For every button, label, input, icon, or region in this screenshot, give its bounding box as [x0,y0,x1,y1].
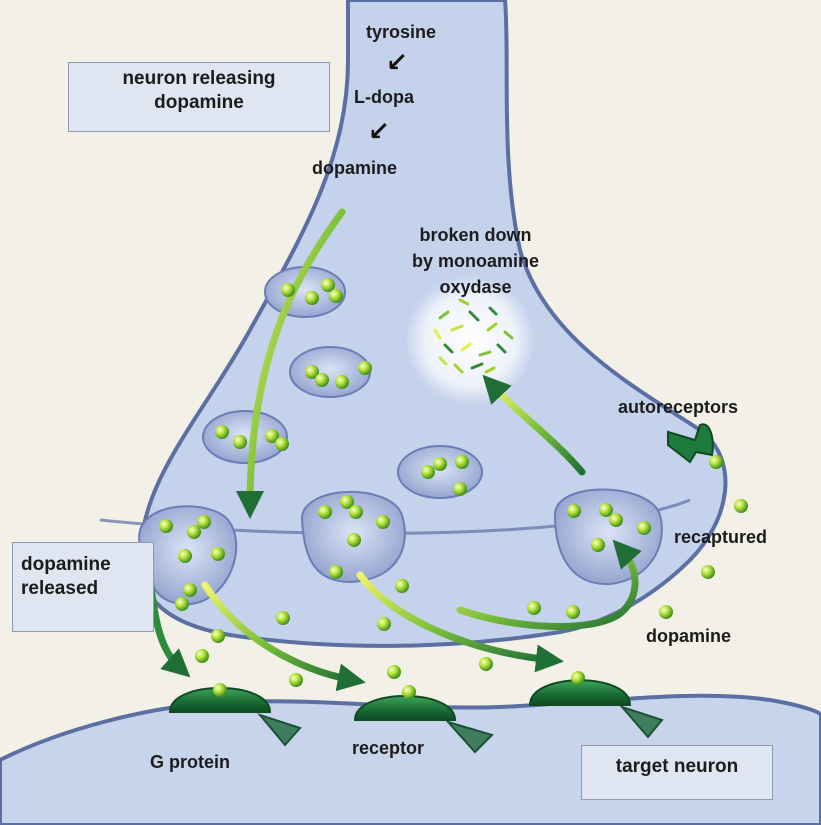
dopamine-synthesis-label: dopamine [312,158,397,179]
neuron-releasing-label-box: neuron releasing dopamine [68,62,330,132]
breakdown-line-3: oxydase [412,274,539,300]
neuron-releasing-line-2: dopamine [69,91,329,115]
target-neuron-label-box: target neuron [581,745,773,800]
neuron-releasing-line-1: neuron releasing [69,67,329,91]
receptor-label: receptor [352,738,424,759]
breakdown-label: broken down by monoamine oxydase [412,222,539,300]
tyrosine-label: tyrosine [366,22,436,43]
curved-down-arrow-icon: ↙ [368,117,390,147]
breakdown-line-2: by monoamine [412,248,539,274]
l-dopa-label: L-dopa [354,87,414,108]
curved-down-arrow-icon: ↙ [386,48,408,78]
dopamine-released-line-2: released [13,577,153,601]
dopamine-released-line-1: dopamine [13,553,153,577]
g-protein-label: G protein [150,752,230,773]
dopamine-recapture-label: dopamine [646,626,731,647]
dopamine-released-label-box: dopamine released [12,542,154,632]
breakdown-line-1: broken down [412,222,539,248]
autoreceptors-label: autoreceptors [618,397,738,418]
recaptured-label: recaptured [674,527,767,548]
target-neuron-label: target neuron [582,755,772,779]
